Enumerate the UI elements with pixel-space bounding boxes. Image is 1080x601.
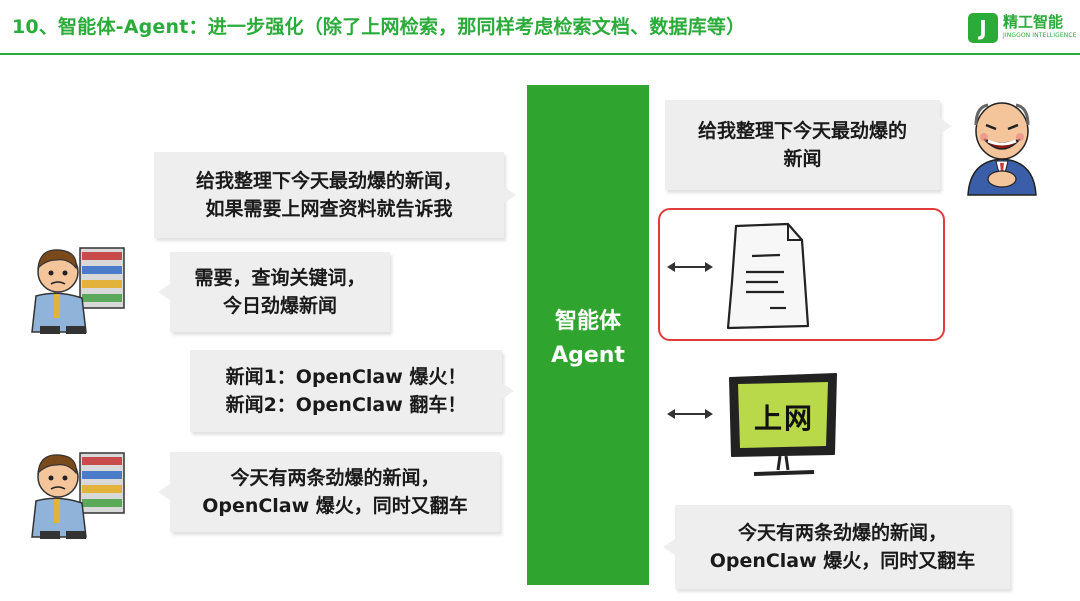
worried-worker-icon xyxy=(31,452,125,539)
user-request-bubble-right: 给我整理下今天最劲爆的 新闻 xyxy=(665,100,952,190)
llm-search-request-bubble: 需要，查询关键词， 今日劲爆新闻 xyxy=(158,252,390,332)
llm-answer-bubble: 今天有两条劲爆的新闻， OpenClaw 爆火，同时又翻车 xyxy=(158,452,500,532)
laughing-boss-icon xyxy=(967,102,1037,196)
worried-worker-icon xyxy=(31,247,125,334)
logo-name-cn: 精工智能 xyxy=(1003,13,1064,31)
document-retrieval-highlight xyxy=(658,208,945,341)
brand-logo: J 精工智能 JINGGON INTELLIGENCE xyxy=(968,8,1078,48)
monitor-icon: 上网 xyxy=(724,370,842,478)
agent-answer-bubble: 今天有两条劲爆的新闻， OpenClaw 爆火，同时又翻车 xyxy=(663,505,1010,589)
double-arrow-icon xyxy=(667,262,713,272)
agent-bar: 智能体 Agent xyxy=(527,85,649,585)
agent-label-en: Agent xyxy=(551,342,625,368)
page-title: 10、智能体-Agent：进一步强化（除了上网检索，那同样考虑检索文档、数据库等… xyxy=(12,16,746,38)
monitor-label: 上网 xyxy=(753,402,814,435)
user-request-bubble: 给我整理下今天最劲爆的新闻， 如果需要上网查资料就告诉我 xyxy=(154,152,516,238)
agent-label-cn: 智能体 xyxy=(554,308,621,334)
header-divider xyxy=(0,53,1080,55)
search-results-bubble: 新闻1：OpenClaw 爆火！ 新闻2：OpenClaw 翻车！ xyxy=(190,350,514,432)
logo-name-en: JINGGON INTELLIGENCE xyxy=(1003,32,1077,39)
logo-mark-icon: J xyxy=(968,13,998,43)
document-icon xyxy=(726,222,810,330)
double-arrow-icon xyxy=(667,409,713,419)
